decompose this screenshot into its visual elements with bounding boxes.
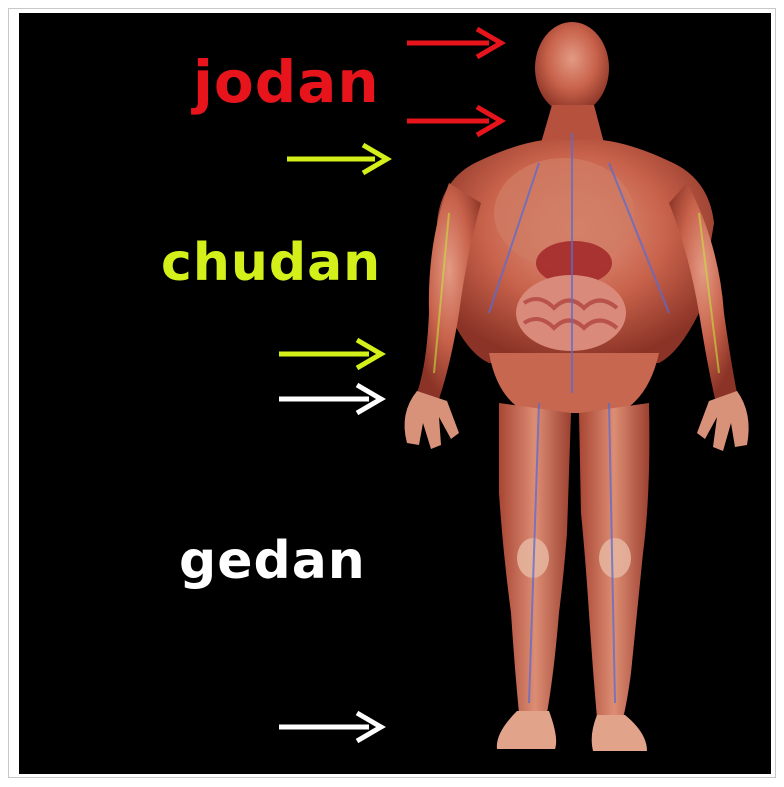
right-arrow-icon (287, 145, 387, 173)
arrows (279, 29, 501, 741)
figure-left-hand (405, 391, 459, 449)
right-arrow-icon (279, 340, 381, 368)
label-chudan: chudan (161, 237, 381, 289)
diagram-canvas: jodan chudan gedan (19, 13, 771, 774)
right-arrow-icon (407, 107, 501, 135)
label-jodan: jodan (193, 53, 380, 111)
figure-left-foot (497, 711, 556, 749)
right-arrow-icon (279, 713, 381, 741)
label-gedan: gedan (179, 535, 366, 587)
anatomy-figure (405, 22, 749, 751)
anatomy-illustration (19, 13, 771, 774)
figure-head (535, 22, 609, 114)
figure-right-hand (697, 391, 749, 451)
figure-right-foot (592, 715, 647, 751)
figure-pelvis (489, 353, 659, 413)
right-arrow-icon (279, 385, 381, 413)
right-arrow-icon (407, 29, 501, 57)
